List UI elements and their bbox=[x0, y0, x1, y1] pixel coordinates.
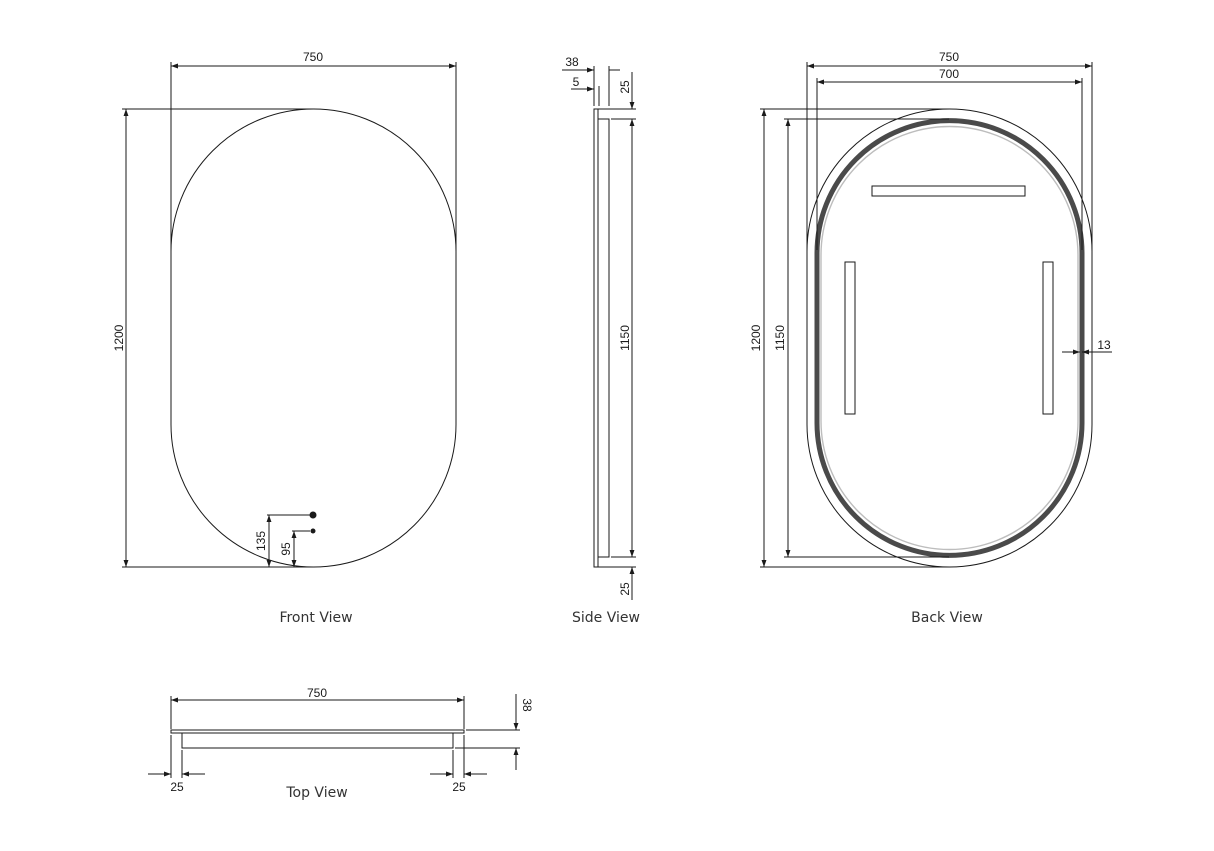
side-view-caption: Side View bbox=[572, 610, 640, 626]
sensor-upper-label: 135 bbox=[254, 531, 268, 551]
top-view-caption: Top View bbox=[285, 785, 347, 801]
side-bottom-offset-label: 25 bbox=[618, 582, 632, 596]
side-body-height-label: 1150 bbox=[618, 325, 632, 351]
touch-sensor-dot bbox=[309, 511, 317, 519]
top-depth-label: 38 bbox=[520, 698, 534, 712]
back-frame-highlight bbox=[820, 125, 1079, 551]
back-outer-width-label: 750 bbox=[939, 50, 959, 64]
top-led-strip bbox=[871, 185, 1026, 197]
right-led-strip bbox=[1042, 261, 1054, 415]
back-outer-outline bbox=[806, 108, 1093, 568]
back-inner-width-label: 700 bbox=[939, 67, 959, 81]
front-height-label: 1200 bbox=[112, 324, 126, 351]
rim-label: 13 bbox=[1097, 338, 1111, 352]
back-frame bbox=[814, 118, 1085, 558]
back-view: 750 700 1200 1150 13 Back View bbox=[749, 50, 1112, 626]
side-glass-label: 5 bbox=[573, 75, 580, 89]
top-right-inset-label: 25 bbox=[452, 780, 466, 794]
front-view-caption: Front View bbox=[279, 610, 352, 626]
side-body bbox=[597, 118, 610, 558]
back-inner-height-label: 1150 bbox=[773, 325, 787, 351]
side-view: 38 5 25 1150 25 Side View bbox=[562, 55, 640, 626]
back-view-caption: Back View bbox=[911, 610, 983, 626]
front-view: 750 1200 135 95 Front View bbox=[112, 50, 457, 626]
front-width-label: 750 bbox=[303, 50, 323, 64]
top-left-inset-label: 25 bbox=[170, 780, 184, 794]
side-top-offset-label: 25 bbox=[618, 80, 632, 94]
front-mirror-outline bbox=[170, 108, 457, 568]
top-body bbox=[181, 732, 454, 749]
top-width-label: 750 bbox=[307, 686, 327, 700]
back-outer-height-label: 1200 bbox=[749, 324, 763, 351]
side-depth-label: 38 bbox=[565, 55, 579, 69]
side-glass bbox=[593, 108, 599, 568]
top-view: 750 38 25 25 Top View bbox=[148, 686, 534, 801]
dimmer-sensor-dot bbox=[310, 528, 316, 534]
sensor-lower-label: 95 bbox=[279, 542, 293, 556]
left-led-strip bbox=[844, 261, 856, 415]
